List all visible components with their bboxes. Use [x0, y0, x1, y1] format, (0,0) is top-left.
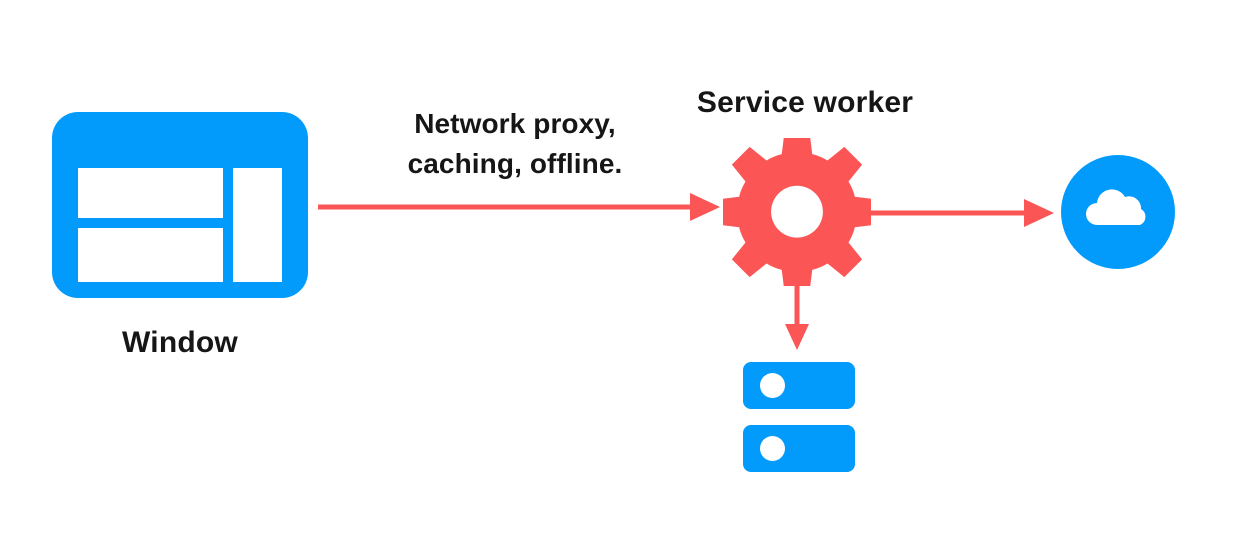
database-indicator-top	[760, 373, 785, 398]
database-bar-bottom	[743, 425, 855, 472]
browser-window-icon	[52, 112, 308, 298]
node-window[interactable]	[52, 112, 308, 298]
node-window-label: Window	[122, 326, 238, 359]
window-pane-side	[233, 168, 282, 282]
database-indicator-bottom	[760, 436, 785, 461]
edge-label-network-proxy: Network proxy, caching, offline.	[370, 104, 660, 184]
arrow-service-worker-to-database	[785, 280, 809, 350]
arrow-service-worker-to-cloud	[866, 199, 1054, 227]
edge-label-line-2: caching, offline.	[407, 147, 623, 179]
gear-icon[interactable]	[723, 138, 871, 286]
node-service-worker-label: Service worker	[696, 86, 914, 119]
database-bar-top	[743, 362, 855, 409]
edge-label-line-1: Network proxy,	[414, 108, 616, 139]
node-database[interactable]	[743, 362, 855, 472]
window-pane-bottom	[78, 228, 223, 282]
window-pane-top	[78, 168, 223, 218]
cloud-icon[interactable]	[1061, 155, 1175, 269]
arrow-window-to-service-worker	[318, 193, 720, 221]
